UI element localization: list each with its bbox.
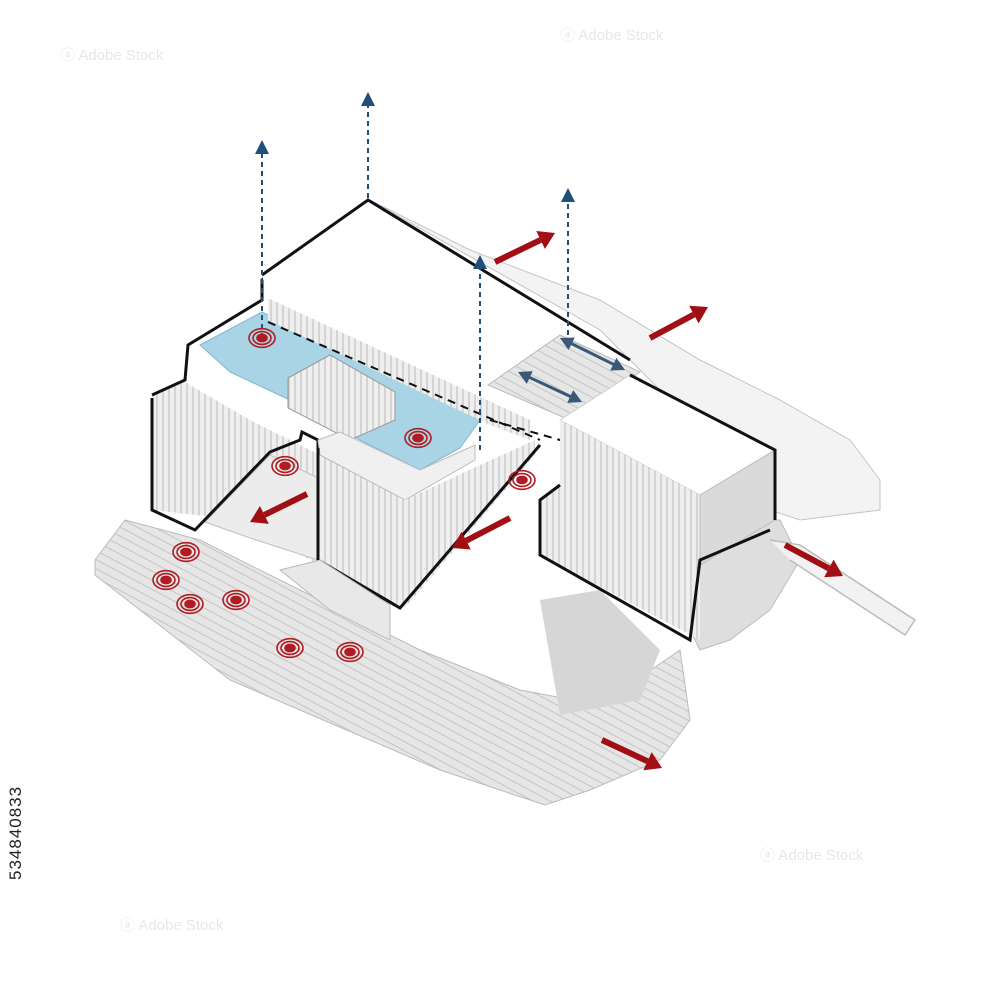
outward-arrow-icon xyxy=(452,515,512,550)
east-front-wall xyxy=(540,420,700,640)
outward-arrows xyxy=(250,230,843,771)
outward-arrow-icon xyxy=(250,491,309,524)
target-icon xyxy=(276,637,304,659)
ground-shade xyxy=(540,590,660,715)
target-icon xyxy=(222,589,250,611)
bridge-surface xyxy=(486,334,642,421)
east-outline-top xyxy=(629,373,777,520)
watermark-text: ⓐ Adobe Stock xyxy=(60,47,164,64)
east-ramp xyxy=(769,539,917,637)
central-lower-outline xyxy=(316,444,542,610)
watermark-layer: ⓐ Adobe Stock ⓐ Adobe Stock ⓐ Adobe Stoc… xyxy=(60,27,864,934)
target-icon xyxy=(172,541,200,563)
up-arrow-icon xyxy=(361,92,375,198)
activity-targets xyxy=(152,327,536,663)
front-stair xyxy=(278,559,391,641)
up-arrow-icon xyxy=(255,140,269,338)
ground-plane xyxy=(94,519,691,806)
target-icon xyxy=(176,593,204,615)
target-icon xyxy=(248,327,276,349)
watermark-text: ⓐ Adobe Stock xyxy=(120,917,224,934)
watermark-text: ⓐ Adobe Stock xyxy=(760,847,864,864)
outward-arrow-icon xyxy=(648,305,708,341)
stock-id-label: 534840833 xyxy=(6,785,25,880)
up-arrow-icon xyxy=(561,188,575,335)
courtyard-tower xyxy=(287,354,396,441)
double-arrow-icon xyxy=(518,371,582,403)
double-arrow-icon xyxy=(560,337,625,371)
pool-deck-block xyxy=(317,431,476,501)
front-stair-block xyxy=(278,559,391,641)
central-lower-mass xyxy=(318,440,535,608)
central-dashed-edge xyxy=(267,321,541,441)
central-roof-outline xyxy=(261,198,631,362)
east-volume xyxy=(538,373,917,643)
east-outline-bottom xyxy=(538,483,771,643)
vertical-arrows xyxy=(255,92,575,450)
target-icon xyxy=(336,641,364,663)
watermark-text: ⓐ Adobe Stock xyxy=(560,27,664,44)
crossflow-arrows xyxy=(518,337,625,403)
target-icon xyxy=(508,469,536,491)
outward-arrow-icon xyxy=(600,737,662,771)
up-arrow-icon xyxy=(473,255,487,450)
target-icon xyxy=(271,455,299,477)
target-icon xyxy=(152,569,180,591)
central-front-wall xyxy=(268,298,530,440)
outward-arrow-icon xyxy=(783,542,843,578)
outward-arrow-icon xyxy=(493,230,555,265)
target-icon xyxy=(404,427,432,449)
